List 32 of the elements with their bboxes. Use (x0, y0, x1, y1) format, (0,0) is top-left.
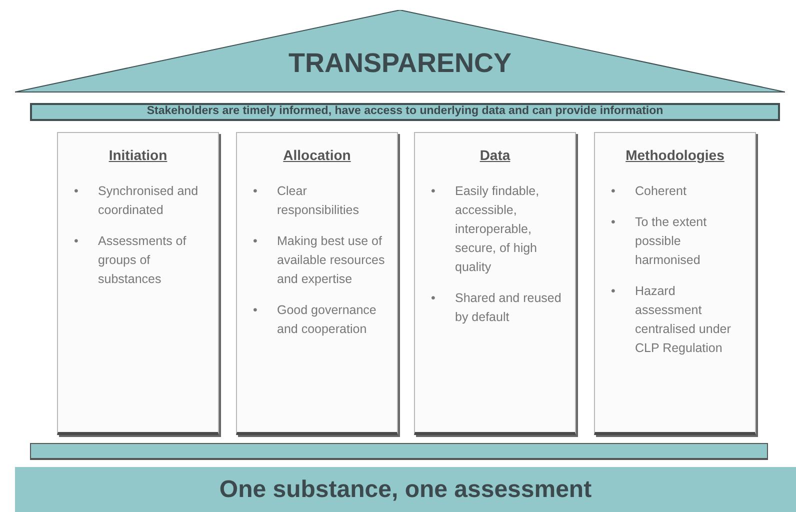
bullet-mark: • (252, 233, 258, 250)
bullet-item: Shared and reused by default (455, 290, 562, 326)
bullet-mark: • (610, 283, 616, 300)
pillar-heading: Allocation (282, 146, 352, 165)
roof-title: TRANSPARENCY (288, 50, 512, 77)
base-band: One substance, one assessment (15, 467, 796, 512)
bullet-item: Clear responsibilities (277, 183, 360, 219)
pillar-panel (57, 132, 219, 435)
bullet-mark: • (252, 302, 258, 319)
pillar-heading: Initiation (108, 146, 168, 165)
pillar-heading: Data (478, 146, 512, 165)
foundation-bar (30, 443, 768, 460)
pillar-heading: Methodologies (624, 146, 726, 165)
bullet-mark: • (610, 183, 616, 200)
bullet-item: Assessments of groups of substances (98, 233, 188, 288)
pillar-panel (594, 132, 756, 435)
bullet-mark: • (252, 183, 258, 200)
bullet-mark: • (430, 290, 436, 307)
bullet-mark: • (430, 183, 436, 200)
bullet-item: Making best use of available resources and expertise (277, 233, 385, 288)
bullet-item: Synchronised and coordinated (98, 183, 200, 219)
bullet-mark: • (73, 233, 80, 250)
pillar-panel (236, 132, 398, 435)
bullet-item: Hazard assessment centralised under CLP Regulation (635, 283, 732, 357)
bullet-mark: • (73, 183, 80, 200)
bullet-item: Good governance and cooperation (277, 302, 378, 338)
bullet-item: Easily findable, accessible, interoperable, secure, of high quality (455, 183, 540, 276)
bullet-mark: • (610, 214, 616, 231)
bullet-item: To the extent possible harmonised (635, 214, 708, 269)
pillar-panel (414, 132, 576, 435)
bullet-item: Coherent (635, 183, 686, 200)
banner: Stakeholders are timely informed, have access to underlying data and can provide information (30, 103, 780, 121)
